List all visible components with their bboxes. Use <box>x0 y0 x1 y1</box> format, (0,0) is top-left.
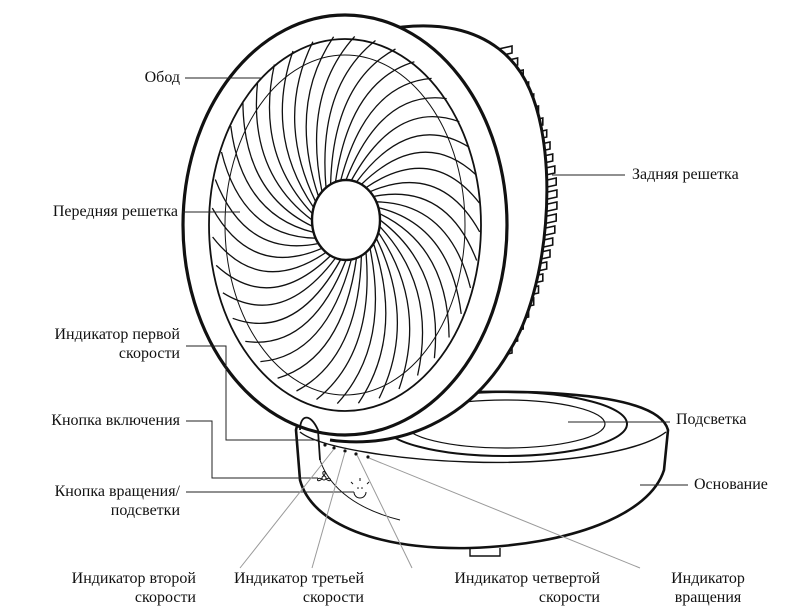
rotation-button-label: Кнопка вращения/ подсветки <box>0 482 180 520</box>
rotation-indicator-label: Индикатор вращения <box>648 569 768 607</box>
speed3-indicator-label-line1: Индикатор третьей <box>196 569 364 588</box>
power-button-label: Кнопка включения <box>0 411 180 430</box>
rotation-button-label-line2: подсветки <box>0 501 180 520</box>
rim-label: Обод <box>60 68 180 87</box>
speed4-indicator-label-line2: скорости <box>398 588 600 607</box>
speed1-indicator-label: Индикатор первой скорости <box>0 325 180 363</box>
speed4-indicator-label: Индикатор четвертой скорости <box>398 569 600 607</box>
speed1-indicator-label-line1: Индикатор первой <box>0 325 180 344</box>
grille-hub <box>312 180 380 260</box>
rotation-indicator-label-line1: Индикатор <box>648 569 768 588</box>
backlight-label: Подсветка <box>676 410 747 429</box>
speed1-indicator-dot <box>323 443 326 446</box>
speed2-indicator-label-line2: скорости <box>10 588 196 607</box>
rotation-button-label-line1: Кнопка вращения/ <box>0 482 180 501</box>
speed2-indicator-label-line1: Индикатор второй <box>10 569 196 588</box>
speed3-indicator-label-line2: скорости <box>196 588 364 607</box>
base-label: Основание <box>694 475 768 494</box>
front-grille-label: Передняя решетка <box>0 202 178 221</box>
rear-grille-label: Задняя решетка <box>632 165 739 184</box>
speed1-indicator-label-line2: скорости <box>0 344 180 363</box>
speed4-indicator-label-line1: Индикатор четвертой <box>398 569 600 588</box>
speed3-indicator-label: Индикатор третьей скорости <box>196 569 364 607</box>
speed2-indicator-label: Индикатор второй скорости <box>10 569 196 607</box>
rotation-indicator-label-line2: вращения <box>648 588 768 607</box>
